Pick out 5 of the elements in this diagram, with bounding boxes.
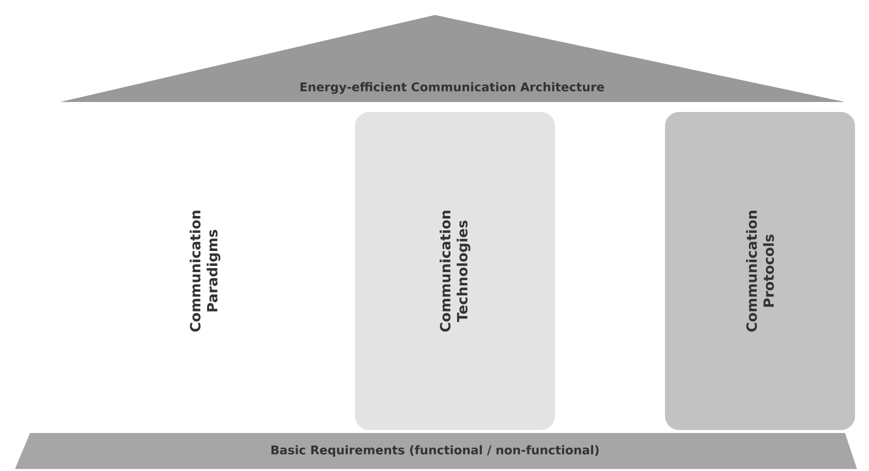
pillar-box: Communication Paradigms — [90, 110, 320, 432]
base-band: Basic Requirements (functional / non-functional) — [15, 433, 857, 469]
roof-triangle: Energy-efficient Communication Architecture — [60, 15, 846, 102]
pillar-box: Communication Technologies — [355, 112, 555, 430]
pillar-box: Communication Protocols — [665, 112, 856, 430]
